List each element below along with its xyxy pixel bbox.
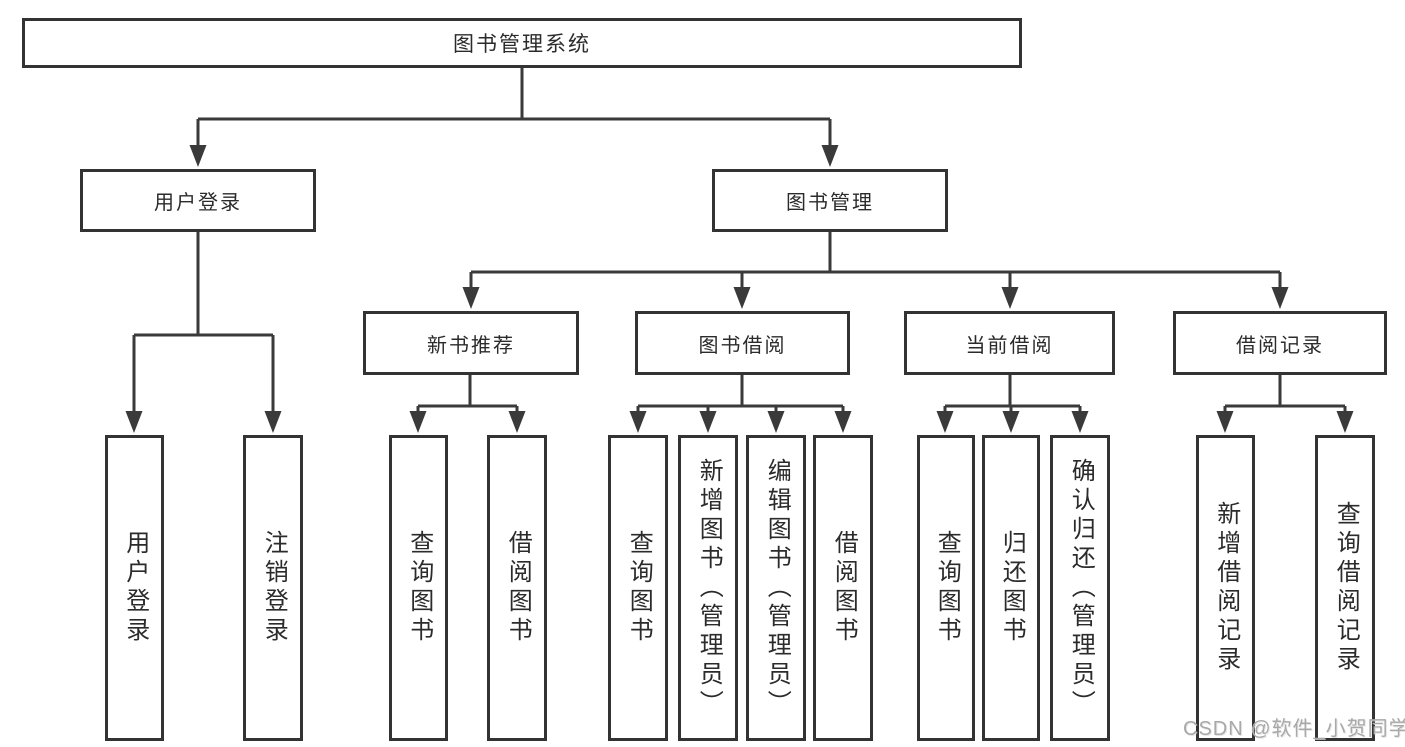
connector-book-borrow-children xyxy=(629,375,852,433)
leaf-query-books-current: 查询图书 xyxy=(917,435,975,741)
connector-root-to-branches xyxy=(189,68,839,167)
leaf-query-books-borrow-label: 查询图书 xyxy=(625,530,653,646)
node-user-login: 用户登录 xyxy=(80,169,316,232)
node-user-login-label: 用户登录 xyxy=(154,192,242,214)
node-library-management-system: 图书管理系统 xyxy=(22,18,1022,68)
node-borrow-records-label: 借阅记录 xyxy=(1236,334,1324,357)
leaf-add-book-admin: 新增图书（管理员） xyxy=(678,435,738,741)
leaf-logout-label: 注销登录 xyxy=(260,530,288,646)
node-book-management: 图书管理 xyxy=(712,169,948,232)
node-book-borrow: 图书借阅 xyxy=(635,311,850,375)
watermark: CSDN @软件_小贺同学 xyxy=(1183,718,1405,740)
leaf-borrow-books-label: 借阅图书 xyxy=(830,530,858,646)
node-book-management-label: 图书管理 xyxy=(786,192,874,214)
connector-new-book-recommend-children xyxy=(409,375,526,433)
leaf-add-book-admin-label: 新增图书（管理员） xyxy=(695,457,723,719)
leaf-query-books-borrow: 查询图书 xyxy=(608,435,668,741)
leaf-return-book-label: 归还图书 xyxy=(998,530,1026,646)
leaf-query-borrow-record-label: 查询借阅记录 xyxy=(1332,501,1360,675)
leaf-add-borrow-record-label: 新增借阅记录 xyxy=(1212,501,1240,675)
node-current-borrow-label: 当前借阅 xyxy=(965,334,1054,357)
leaf-add-borrow-record: 新增借阅记录 xyxy=(1196,435,1255,741)
node-book-borrow-label: 图书借阅 xyxy=(698,334,787,357)
leaf-edit-book-admin: 编辑图书（管理员） xyxy=(746,435,806,741)
connector-current-borrow-children xyxy=(936,375,1089,433)
leaf-user-login-label: 用户登录 xyxy=(121,530,149,646)
node-new-book-recommend-label: 新书推荐 xyxy=(427,334,515,357)
connector-book-management-children xyxy=(462,232,1289,309)
leaf-query-borrow-record: 查询借阅记录 xyxy=(1315,435,1375,741)
leaf-confirm-return-admin: 确认归还（管理员） xyxy=(1050,435,1110,741)
leaf-edit-book-admin-label: 编辑图书（管理员） xyxy=(763,457,791,719)
connector-borrow-records-children xyxy=(1216,375,1354,433)
leaf-user-login: 用户登录 xyxy=(105,435,164,741)
node-library-management-system-label: 图书管理系统 xyxy=(453,33,591,56)
leaf-borrow-books: 借阅图书 xyxy=(813,435,873,741)
leaf-confirm-return-admin-label: 确认归还（管理员） xyxy=(1067,457,1095,719)
leaf-query-books-recommend-label: 查询图书 xyxy=(405,530,433,646)
node-borrow-records: 借阅记录 xyxy=(1173,311,1387,375)
connector-user-login-children xyxy=(125,232,282,433)
node-new-book-recommend: 新书推荐 xyxy=(363,311,579,375)
leaf-query-books-recommend: 查询图书 xyxy=(389,435,448,741)
leaf-borrow-books-recommend-label: 借阅图书 xyxy=(504,530,532,646)
leaf-logout: 注销登录 xyxy=(243,435,303,741)
leaf-query-books-current-label: 查询图书 xyxy=(933,530,961,646)
leaf-borrow-books-recommend: 借阅图书 xyxy=(487,435,547,741)
node-current-borrow: 当前借阅 xyxy=(904,311,1115,375)
leaf-return-book: 归还图书 xyxy=(982,435,1040,741)
